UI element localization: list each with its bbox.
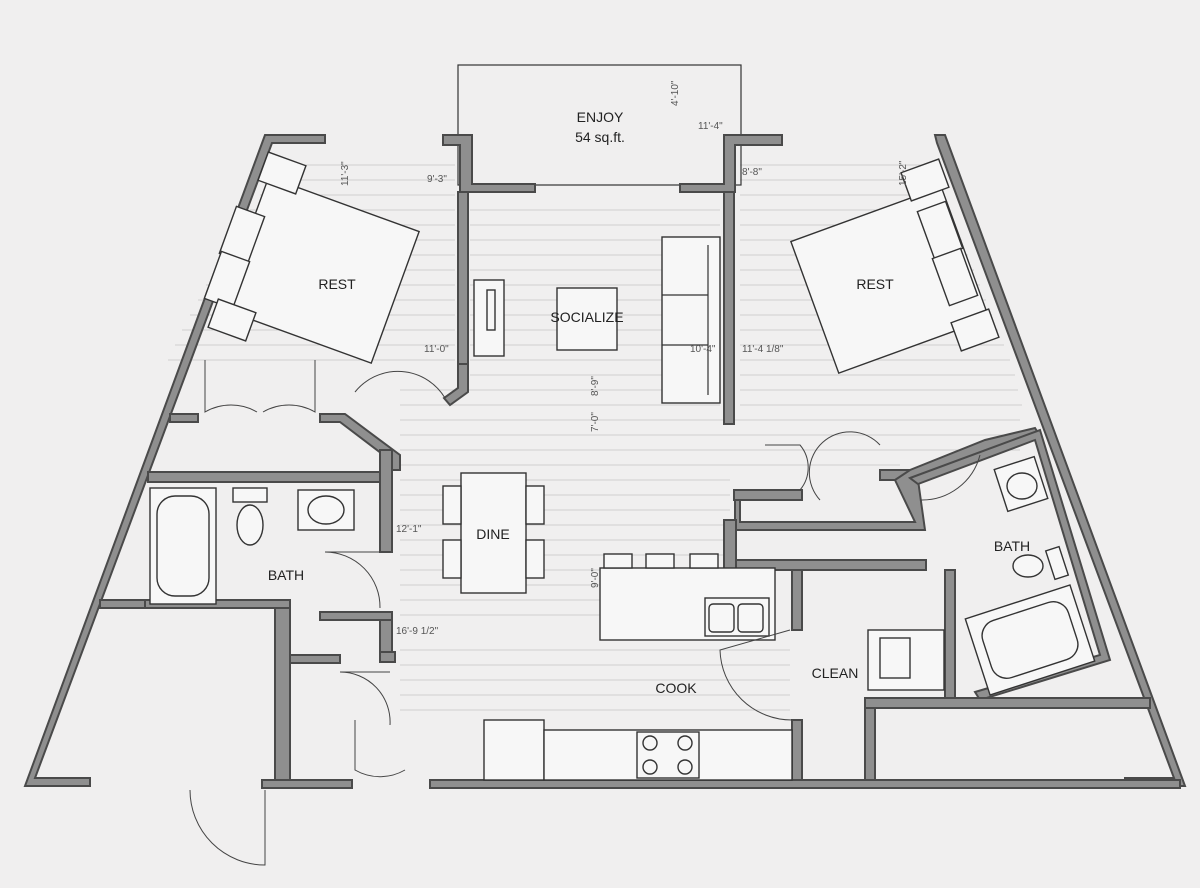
label-clean: CLEAN (812, 665, 859, 681)
dining-table (442, 472, 545, 594)
label-cook: COOK (655, 680, 697, 696)
label-rest-right: REST (856, 276, 894, 292)
dim-kitchen-width: 16'-9 1/2" (396, 626, 439, 637)
bath-right-fixtures (964, 455, 1096, 696)
label-enjoy-area: 54 sq.ft. (575, 129, 625, 145)
dim-socialize-depth: 8'-9" (590, 376, 601, 396)
bed-left (203, 151, 421, 365)
label-dine: DINE (476, 526, 509, 542)
dim-enjoy-depth: 4'-10" (670, 80, 681, 106)
tv (486, 289, 496, 331)
dim-rest-left-depth: 11'-3" (340, 161, 351, 186)
dim-rest-left-width: 9'-3" (427, 174, 447, 185)
label-enjoy: ENJOY (577, 109, 624, 125)
label-rest-left: REST (318, 276, 356, 292)
dim-rest-right-depth: 15'-2" (898, 160, 909, 186)
dim-rest-right-len: 11'-4 1/8" (742, 344, 784, 355)
dim-enjoy-width: 11'-4" (698, 121, 723, 132)
dim-rest-left-len: 11'-0" (424, 344, 449, 355)
door-swings (189, 360, 981, 866)
sofa (661, 236, 721, 404)
dim-rest-right-width: 8'-8" (742, 167, 762, 178)
label-bath-left: BATH (268, 567, 304, 583)
bath-left-fixtures (149, 487, 355, 605)
balcony-outline (457, 64, 742, 186)
exterior-walls (23, 134, 1187, 789)
kitchen-counter (483, 719, 793, 781)
bed-right (789, 158, 1000, 375)
kitchen-island (599, 553, 776, 641)
dim-kitchen-depth: 9'-0" (590, 568, 601, 588)
label-bath-right: BATH (994, 538, 1030, 554)
laundry-machines (867, 629, 945, 691)
coffee-table (556, 287, 618, 351)
dim-hall-depth: 7'-0" (590, 412, 601, 432)
dim-socialize-len: 10'-4" (690, 344, 716, 355)
floor-hatching (168, 164, 1022, 711)
label-socialize: SOCIALIZE (550, 309, 623, 325)
dim-dine-width: 12'-1" (396, 524, 422, 535)
